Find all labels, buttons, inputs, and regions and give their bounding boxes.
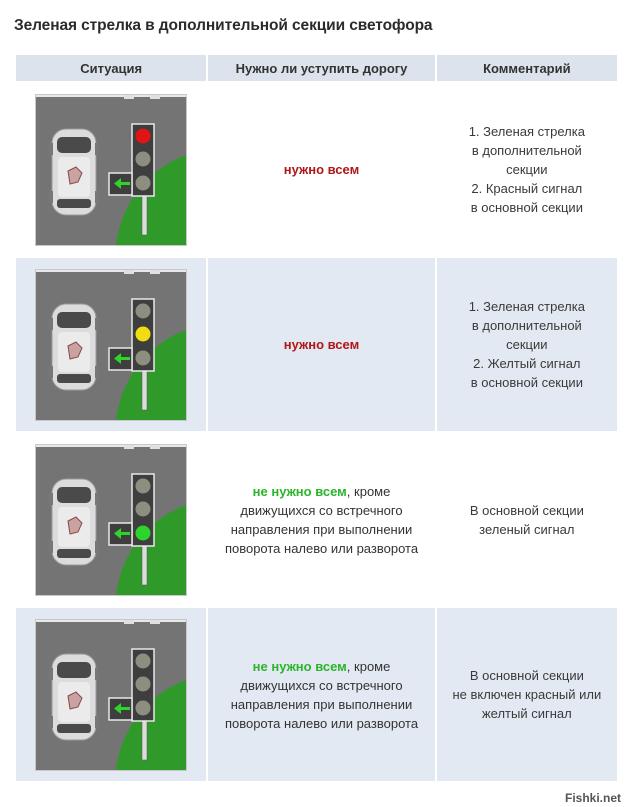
comment-line: 2. Красный сигнал — [471, 181, 583, 196]
car-icon — [49, 478, 100, 565]
situation-image — [35, 443, 188, 596]
situation-image — [35, 93, 188, 246]
grass-area — [116, 679, 187, 770]
red-lamp — [135, 478, 151, 493]
comment-cell: В основной секции зеленый сигнал — [436, 433, 617, 606]
comment-line: зеленый сигнал — [479, 521, 575, 537]
situation-cell — [16, 608, 207, 781]
green-lamp — [135, 525, 151, 540]
header-situation: Ситуация — [16, 55, 207, 81]
table-row: не нужно всем, кроме движущихся со встре… — [16, 608, 617, 781]
situation-cell — [16, 433, 207, 606]
yield-answer: нужно всем — [283, 162, 360, 177]
yield-cell: не нужно всем, кроме движущихся со встре… — [208, 433, 435, 606]
green-arrow-icon — [114, 527, 131, 539]
comment-line: секции — [506, 162, 548, 177]
comment-line: в основной секции — [470, 375, 583, 390]
situation-cell — [16, 258, 207, 431]
yellow-lamp — [135, 676, 151, 691]
comment-cell: 1. Зеленая стрелка в дополнительной секции… — [436, 83, 617, 256]
yield-cell: не нужно всем, кроме движущихся со встре… — [208, 608, 435, 781]
green-lamp — [135, 700, 151, 715]
green-arrow-icon — [114, 177, 131, 189]
yellow-lamp — [135, 151, 151, 166]
intersection-illustration — [36, 444, 187, 595]
intersection-illustration — [36, 94, 187, 245]
car-icon — [49, 653, 100, 740]
table-row: нужно всем 1. Зеленая стрелка в дополнител… — [16, 83, 617, 256]
yield-cell: нужно всем — [208, 258, 435, 431]
traffic-light-icon — [108, 647, 155, 760]
table-row: не нужно всем, кроме движущихся со встре… — [16, 433, 617, 606]
traffic-light-icon — [108, 297, 155, 410]
yellow-lamp — [135, 501, 151, 516]
page-title: Зеленая стрелка в дополнительной секции … — [14, 17, 433, 34]
comment-line: в основной секции — [470, 200, 583, 215]
yield-answer: не нужно всем — [252, 658, 347, 674]
grass-area — [116, 329, 187, 420]
table-header-row: Ситуация Нужно ли уступить дорогу Коммен… — [16, 55, 617, 81]
red-lamp — [135, 128, 151, 143]
situation-image — [35, 618, 188, 771]
yellow-lamp — [135, 326, 151, 341]
header-comment: Комментарий — [436, 55, 617, 81]
grass-area — [116, 154, 187, 245]
green-lamp — [135, 350, 151, 365]
comment-line: желтый сигнал — [481, 706, 572, 721]
yield-answer: нужно всем — [283, 337, 360, 352]
comment-line: 1. Зеленая стрелка — [468, 299, 585, 314]
comment-line: не включен красный или — [452, 687, 602, 702]
yield-cell: нужно всем — [208, 83, 435, 256]
header-yield: Нужно ли уступить дорогу — [208, 55, 435, 81]
intersection-illustration — [36, 619, 187, 770]
comment-cell: 1. Зеленая стрелка в дополнительной секции… — [436, 258, 617, 431]
yield-exception: , кроме движущихся со встречного направл… — [224, 658, 419, 731]
green-lamp — [135, 175, 151, 190]
yield-answer: не нужно всем — [252, 483, 347, 499]
comment-line: 2. Желтый сигнал — [473, 356, 581, 371]
car-icon — [49, 303, 100, 390]
table-row: нужно всем 1. Зеленая стрелка в дополнител… — [16, 258, 617, 431]
situation-image — [35, 268, 188, 421]
traffic-light-icon — [108, 472, 155, 585]
intersection-illustration — [36, 269, 187, 420]
comment-line: В основной секции — [469, 668, 584, 683]
green-arrow-icon — [114, 702, 131, 714]
red-lamp — [135, 653, 151, 668]
red-lamp — [135, 303, 151, 318]
comment-line: В основной секции — [469, 502, 584, 518]
comment-line: 1. Зеленая стрелка — [468, 124, 585, 139]
traffic-light-table: Ситуация Нужно ли уступить дорогу Коммен… — [14, 53, 619, 783]
situation-cell — [16, 83, 207, 256]
comment-cell: В основной секции не включен красный или ж… — [436, 608, 617, 781]
yield-exception: , кроме движущихся со встречного направл… — [224, 483, 419, 556]
car-icon — [49, 128, 100, 215]
green-arrow-icon — [114, 352, 131, 364]
comment-line: в дополнительной — [471, 318, 582, 333]
traffic-light-icon — [108, 122, 155, 235]
grass-area — [116, 504, 187, 595]
watermark-text: Fishki.net — [564, 791, 621, 805]
comment-line: в дополнительной — [471, 143, 582, 158]
comment-line: секции — [506, 337, 548, 352]
